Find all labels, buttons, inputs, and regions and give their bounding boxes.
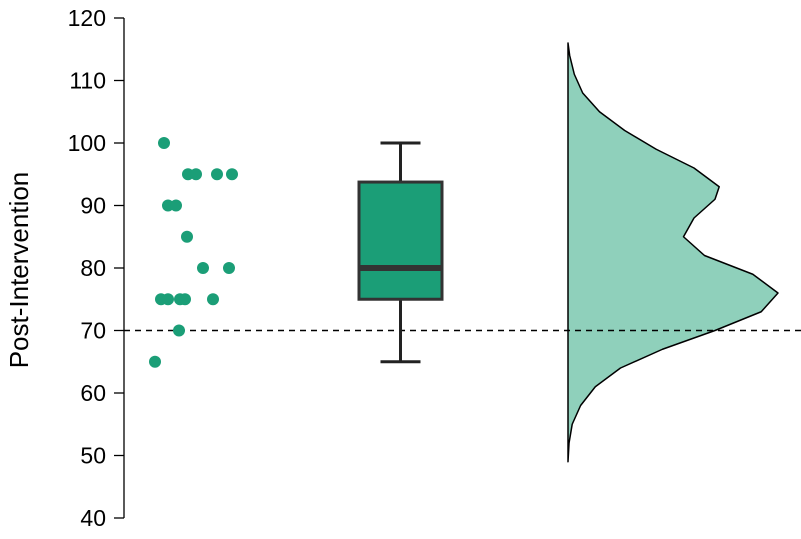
data-point	[223, 262, 235, 274]
data-point	[190, 168, 202, 181]
y-tick-label: 120	[68, 5, 106, 31]
y-tick-label: 70	[80, 318, 106, 344]
data-point	[170, 199, 182, 212]
data-point	[211, 168, 223, 181]
y-tick-label: 90	[80, 193, 106, 219]
y-axis-label: Post-Intervention	[4, 172, 34, 369]
box-iqr	[357, 180, 444, 301]
y-axis: 40 50 60 70 80 90 100 110 120	[68, 5, 125, 531]
data-point	[158, 137, 170, 149]
y-tick-label: 110	[69, 68, 106, 94]
y-tick-label: 40	[80, 505, 106, 531]
data-point	[179, 293, 191, 306]
y-tick-label: 100	[68, 130, 106, 156]
y-tick-label: 80	[80, 255, 106, 281]
data-point	[207, 293, 219, 306]
data-point	[226, 168, 238, 181]
data-point	[173, 324, 185, 337]
data-point	[149, 355, 161, 368]
data-point	[181, 230, 193, 243]
density-curve	[567, 42, 779, 463]
data-point	[197, 262, 209, 274]
y-tick-label: 50	[80, 443, 106, 469]
y-tick-label: 60	[80, 380, 106, 406]
data-point	[162, 293, 174, 306]
